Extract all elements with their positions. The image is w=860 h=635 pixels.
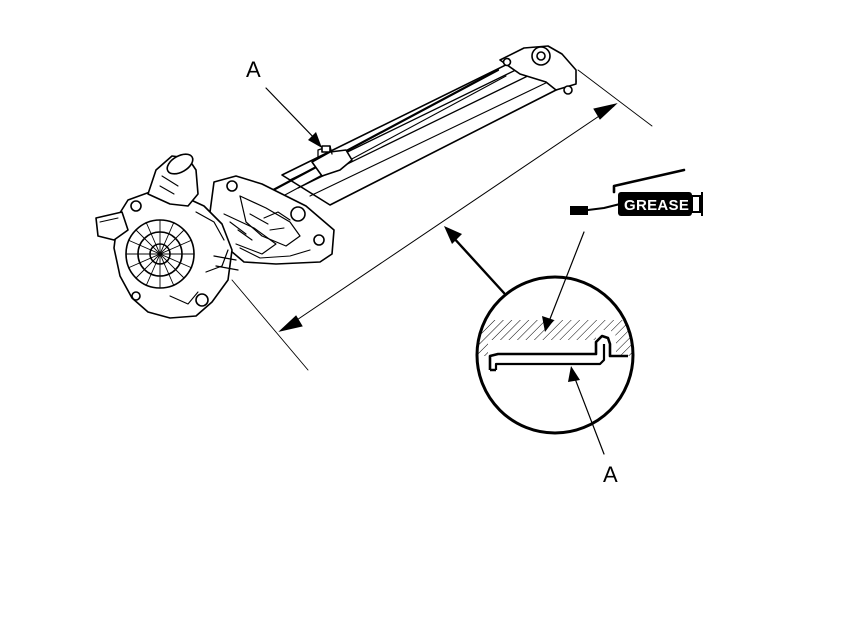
grease-body [618,192,692,216]
grease-leader-arrowhead [542,316,554,332]
detail-leader [444,226,506,295]
grease-leader [542,231,585,332]
detail-leader-arrowhead [444,226,462,244]
callout-top-arrowhead [308,132,322,148]
callout-bottom-arrowhead [568,366,580,382]
extent-lines [231,69,653,371]
callout-bottom: A [568,366,618,487]
grease-nozzle [570,206,588,215]
callout-bottom-label: A [603,462,618,487]
motor-assembly [95,153,239,319]
regulator-rail [260,45,577,206]
grease-label: GREASE [624,197,689,214]
dimension-arrow-right [593,103,618,120]
dimension-arrow-left [278,315,303,332]
callout-top: A [246,57,322,148]
grease-tube: GREASE [570,168,703,216]
callout-top-label: A [246,57,261,82]
detail-view [475,275,635,435]
